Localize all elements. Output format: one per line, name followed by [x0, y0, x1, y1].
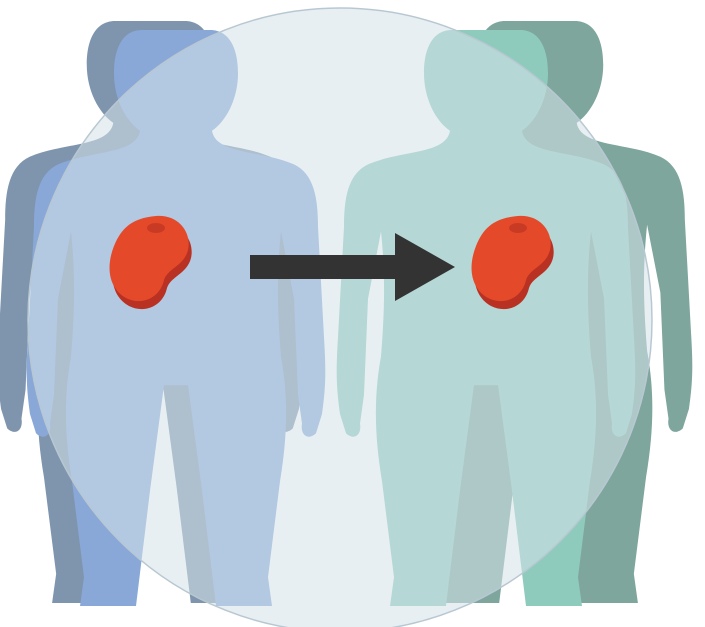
background-circle: [28, 8, 652, 627]
